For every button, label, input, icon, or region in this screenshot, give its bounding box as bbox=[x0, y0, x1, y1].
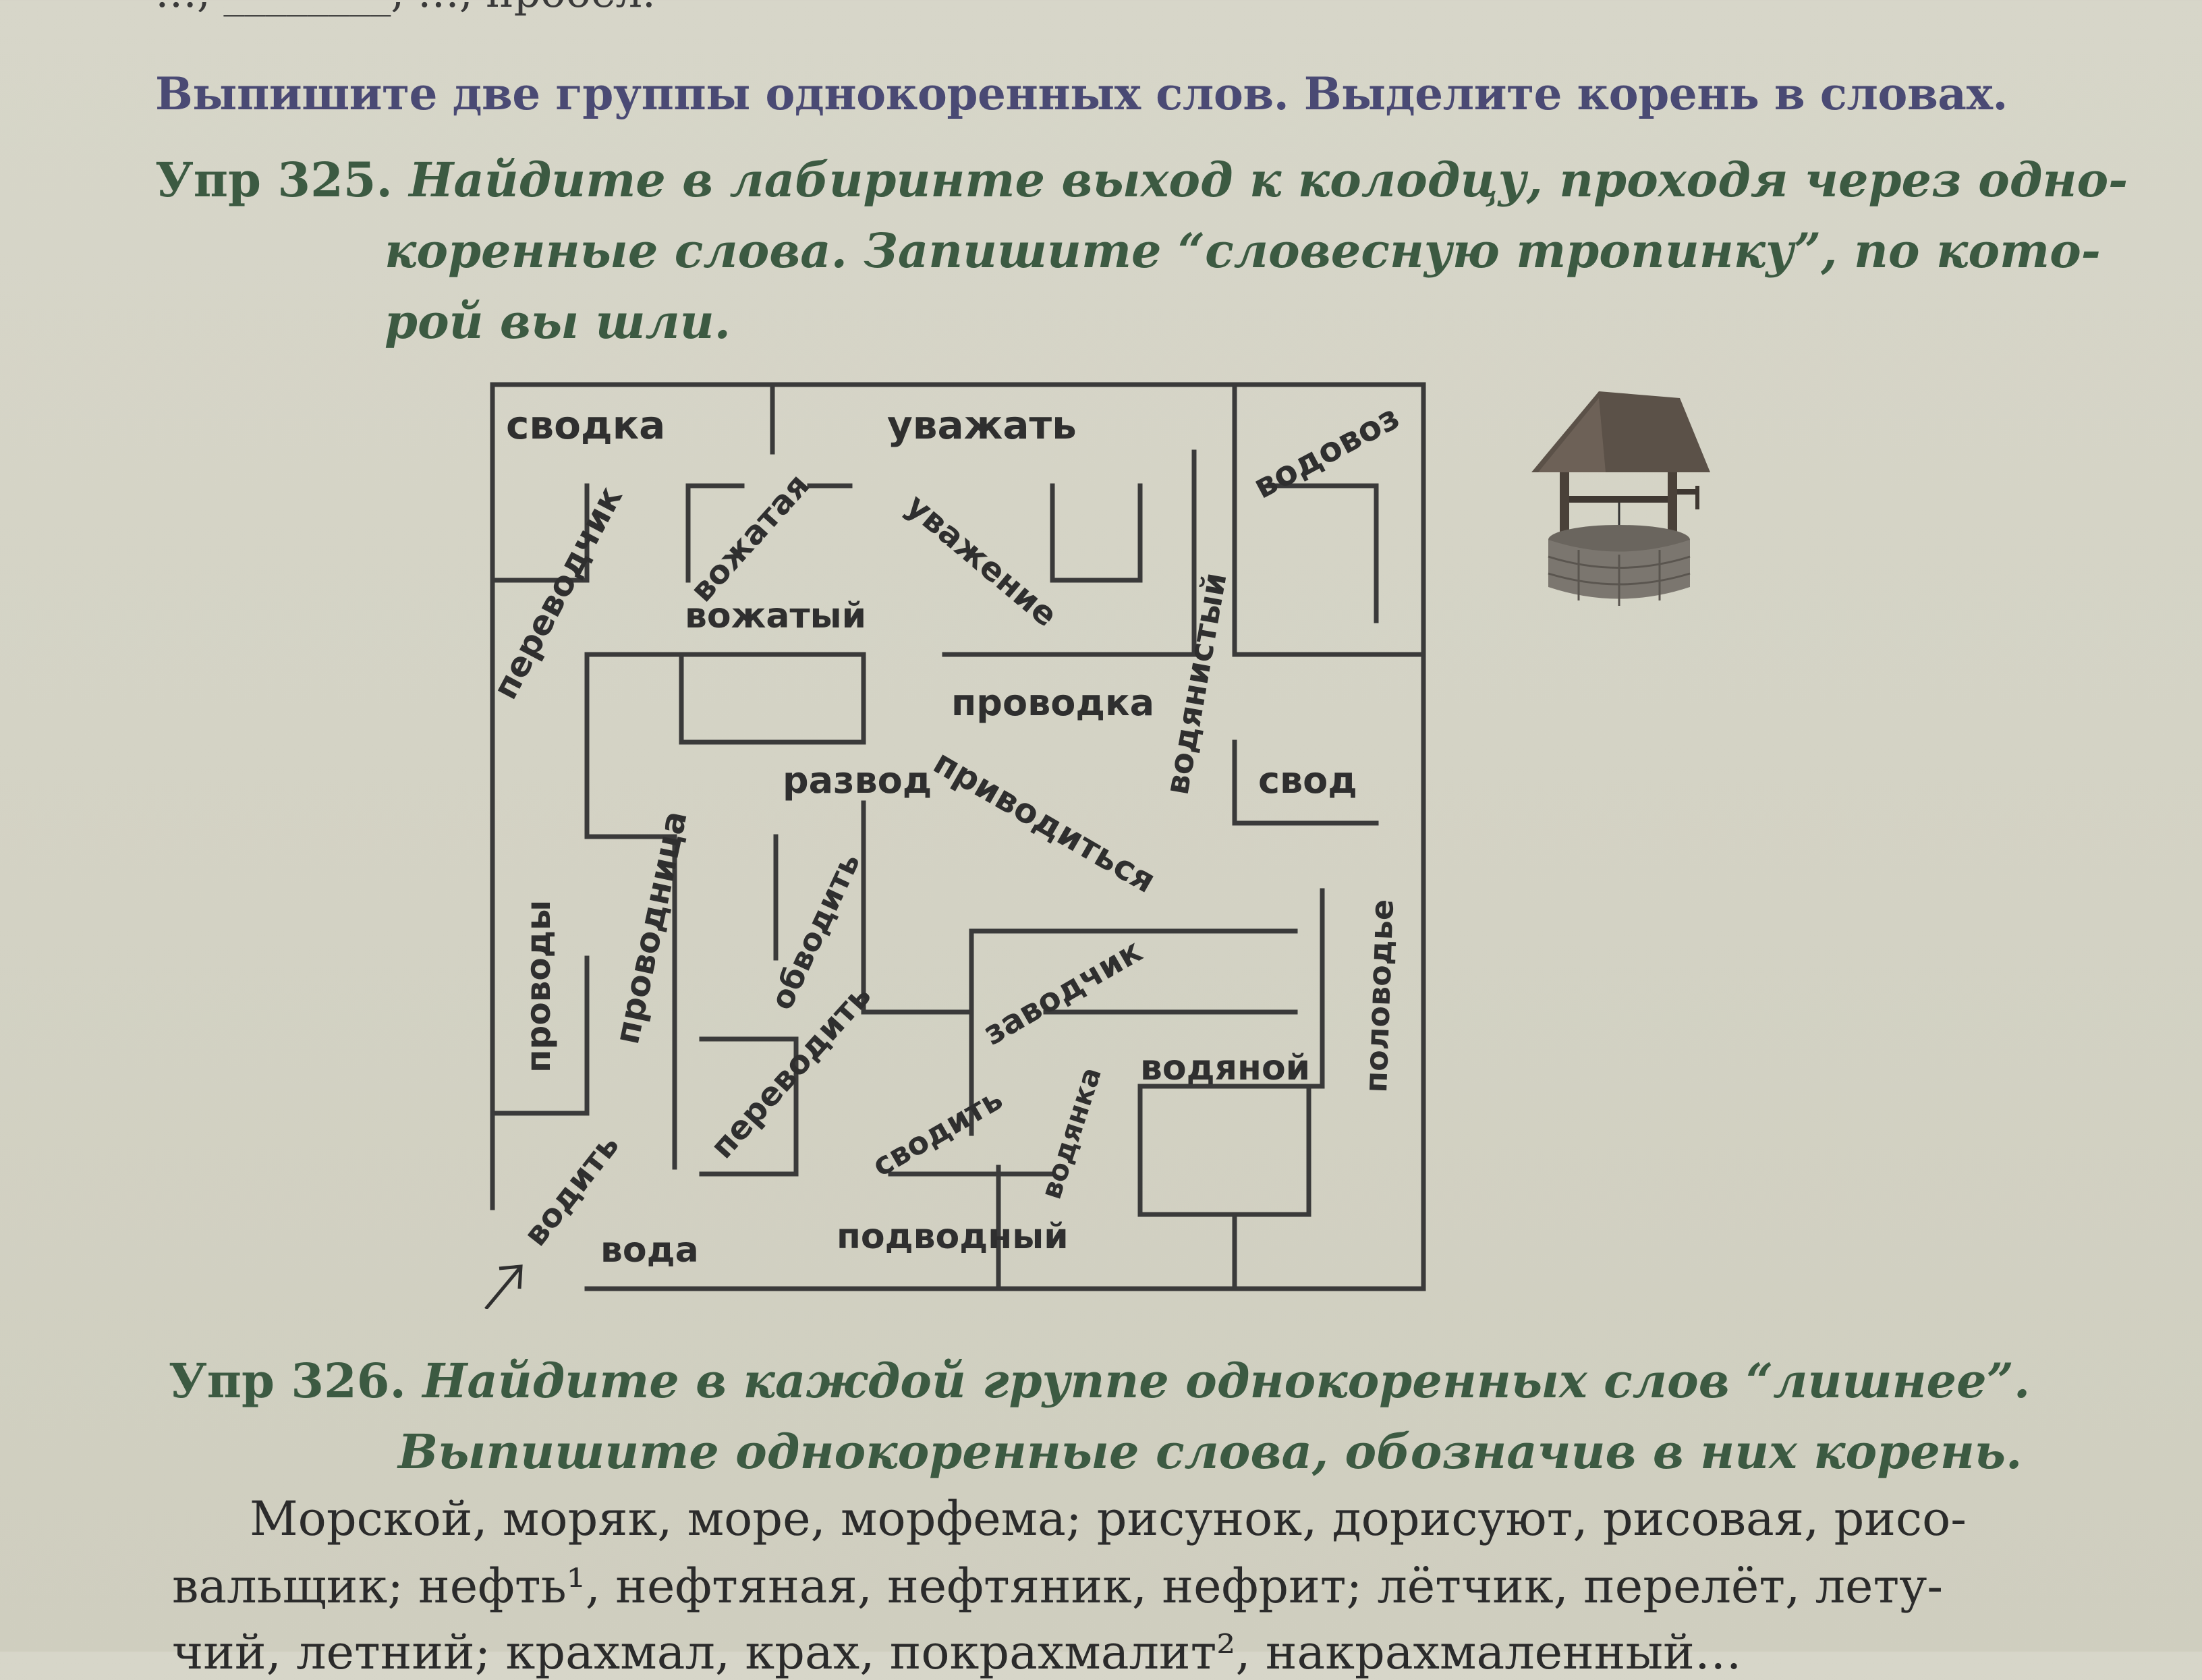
maze-word: заводчик bbox=[977, 932, 1149, 1053]
exercise-326-text-line1: Морской, моряк, море, морфема; рисунок, … bbox=[250, 1491, 1967, 1546]
maze-word: сводить bbox=[866, 1080, 1009, 1183]
well-icon bbox=[1531, 391, 1710, 606]
exercise-325-task-line2: коренные слова. Запишите “словесную троп… bbox=[385, 223, 2101, 279]
maze-word: водовоз bbox=[1247, 397, 1405, 507]
maze-word: вожатый bbox=[685, 596, 866, 636]
exercise-325-number: Упр 325. bbox=[155, 152, 393, 208]
exercise-326-number: Упр 326. bbox=[169, 1353, 406, 1409]
exercise-325-heading: Упр 325. Найдите в лабиринте выход к кол… bbox=[155, 152, 2128, 208]
maze-word: вода bbox=[600, 1230, 699, 1270]
cut-off-top-line: …, ________, …, пробел. bbox=[155, 0, 656, 17]
maze-word: половодье bbox=[1357, 899, 1401, 1094]
maze-word: приводиться bbox=[927, 742, 1162, 901]
entrance-arrow-icon bbox=[484, 1264, 523, 1309]
exercise-325-task-line1: Найдите в лабиринте выход к колодцу, про… bbox=[409, 152, 2128, 208]
exercise-326-task-line1: Найдите в каждой группе однокоренных сло… bbox=[422, 1353, 2031, 1409]
exercise-326-heading: Упр 326. Найдите в каждой группе однокор… bbox=[169, 1353, 2030, 1409]
maze-word: сводка bbox=[506, 402, 665, 448]
maze-word: свод bbox=[1258, 759, 1357, 802]
maze-word: уважение bbox=[899, 486, 1065, 634]
maze-word: переводчик bbox=[485, 480, 630, 705]
instruction-line: Выпишите две группы однокоренных слов. В… bbox=[155, 67, 2008, 120]
maze-word: водяной bbox=[1140, 1048, 1310, 1088]
maze-word: уважать bbox=[887, 402, 1077, 448]
maze-word: водянка bbox=[1034, 1063, 1108, 1203]
maze-word: развод bbox=[783, 759, 932, 802]
maze-word: проводы bbox=[519, 900, 558, 1073]
exercise-326-text-line2: вальщик; нефть¹, нефтяная, нефтяник, неф… bbox=[172, 1559, 1944, 1614]
exercise-326-task-line2: Выпишите однокоренные слова, обозначив в… bbox=[398, 1424, 2023, 1480]
maze-word: проводка bbox=[951, 681, 1154, 724]
maze-word: подводный bbox=[837, 1216, 1069, 1257]
word-maze: сводка уважать водовоз переводчик вожата… bbox=[484, 382, 1426, 1309]
exercise-325-task-line3: рой вы шли. bbox=[385, 293, 731, 349]
maze-word: проводница bbox=[607, 808, 695, 1048]
maze-word: водянистый bbox=[1158, 569, 1235, 797]
exercise-326-text-line3: чий, летний; крахмал, крах, покрахмалит²… bbox=[172, 1625, 1742, 1680]
